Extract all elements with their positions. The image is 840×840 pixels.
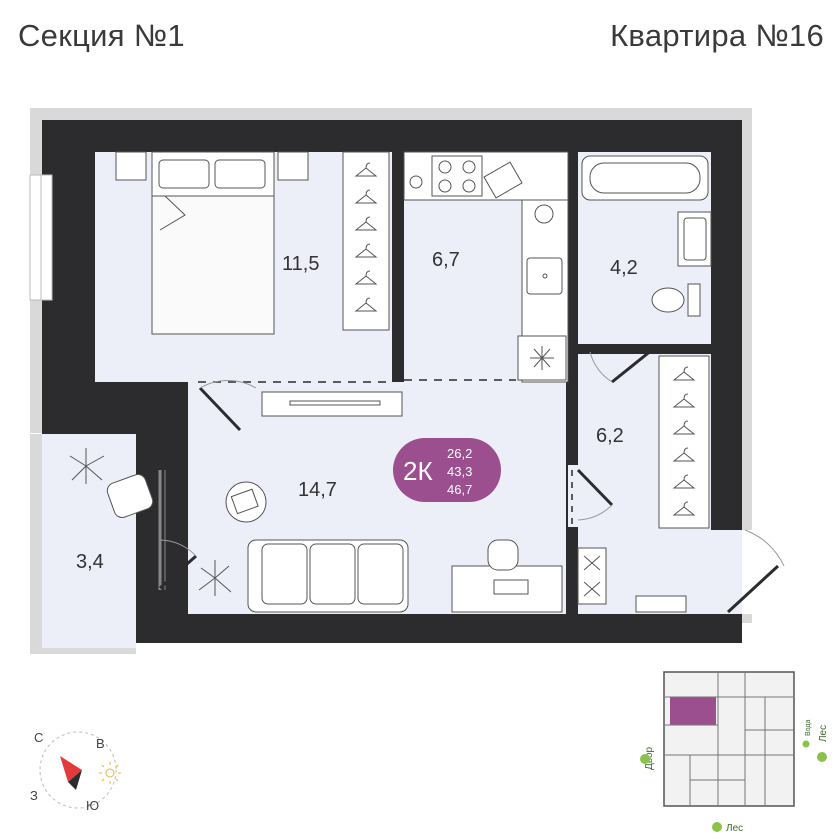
hanger-icon: [354, 243, 378, 258]
kettle: [409, 175, 423, 189]
kitchen-area: 6,7: [432, 249, 460, 271]
compass-south: Ю: [86, 798, 99, 813]
compass-west: З: [30, 788, 38, 803]
hall-door[interactable]: [576, 468, 614, 521]
badge-total-area: 46,7: [447, 482, 472, 497]
hanger-icon: [672, 366, 696, 381]
hanger-icon: [672, 501, 696, 516]
desk: [451, 539, 563, 613]
stove: [431, 155, 483, 197]
bed: [151, 151, 275, 335]
hanger-icon: [672, 474, 696, 489]
sun-icon: [99, 762, 121, 784]
plant-living: [198, 560, 232, 596]
hanger-icon: [354, 189, 378, 204]
hall-entrance: [711, 530, 742, 614]
toilet: [651, 283, 701, 317]
balcony-door[interactable]: [159, 539, 197, 590]
bedroom-area: 11,5: [282, 253, 319, 275]
outer-wall-shadow: [30, 108, 752, 120]
nightstand-right: [277, 151, 309, 181]
mini-floor-plan: Двор Лес Вода Лес: [640, 671, 829, 834]
compass: С В З Ю: [30, 730, 121, 813]
mini-label-water: Вода: [805, 720, 812, 736]
balcony-area: 3,4: [76, 551, 104, 573]
balcony-floor: [42, 434, 136, 654]
bathroom-area: 4,2: [610, 257, 638, 279]
section-title: Секция №1: [18, 18, 185, 53]
badge-living-area: 26,2: [447, 446, 472, 461]
cutting-board: [483, 161, 523, 199]
tv-stand: [261, 391, 403, 417]
balcony-rail-bottom: [42, 648, 136, 654]
wall-pillar: [136, 382, 188, 464]
nightstand-left: [115, 151, 147, 181]
hanger-icon: [354, 216, 378, 231]
bathtub: [581, 155, 709, 201]
wardrobe-bedroom: [342, 151, 390, 331]
mini-label-forest-bottom: Лес: [726, 823, 743, 834]
mini-highlight-apartment: [670, 697, 716, 725]
coffee-table: [225, 481, 267, 523]
hall-area: 6,2: [596, 425, 624, 447]
plant-balcony: [69, 448, 105, 484]
armchair: [106, 473, 154, 519]
hanger-icon: [354, 162, 378, 177]
compass-east: В: [96, 736, 105, 751]
badge-area: 43,3: [447, 464, 472, 479]
kitchen-sink: [526, 257, 563, 295]
balcony-rail: [30, 434, 42, 654]
bathroom-sink: [677, 211, 712, 267]
apartment-badge: 2К 26,2 43,3 46,7: [393, 438, 501, 502]
mini-tree-icon-yard: [640, 754, 650, 764]
hanger-icon: [672, 447, 696, 462]
compass-north: С: [34, 730, 43, 745]
hanger-icon: [354, 270, 378, 285]
outer-wall-shadow-right: [740, 108, 752, 623]
mini-water-icon: [802, 740, 810, 748]
compass-arrow-north: [60, 756, 82, 782]
mini-tree-icon-forest-right: [817, 752, 827, 762]
apartment-title: Квартира №16: [610, 18, 824, 53]
compass-arrow-south: [68, 770, 82, 790]
fridge: [517, 335, 567, 381]
wardrobe-hall: [658, 355, 710, 529]
bedroom-door[interactable]: [198, 379, 257, 432]
hanger-icon: [672, 420, 696, 435]
mini-tree-icon-forest-bottom: [712, 822, 722, 832]
bathroom-door[interactable]: [589, 348, 653, 384]
hanger-icon: [672, 393, 696, 408]
wall-pillar-bottom: [136, 590, 188, 643]
pot: [534, 204, 554, 224]
sofa: [247, 539, 409, 613]
badge-type: 2К: [403, 456, 433, 486]
entrance-door[interactable]: [726, 529, 785, 614]
hall-doorway: [568, 465, 578, 527]
living-floor-joint: [392, 382, 404, 392]
living-area: 14,7: [298, 479, 337, 501]
hanger-icon: [354, 297, 378, 312]
bathroom-wall-bottom: [655, 344, 711, 354]
mini-label-forest-right: Лес: [818, 725, 829, 742]
hall-shelf: [577, 547, 607, 605]
shoe-rack: [635, 595, 687, 613]
